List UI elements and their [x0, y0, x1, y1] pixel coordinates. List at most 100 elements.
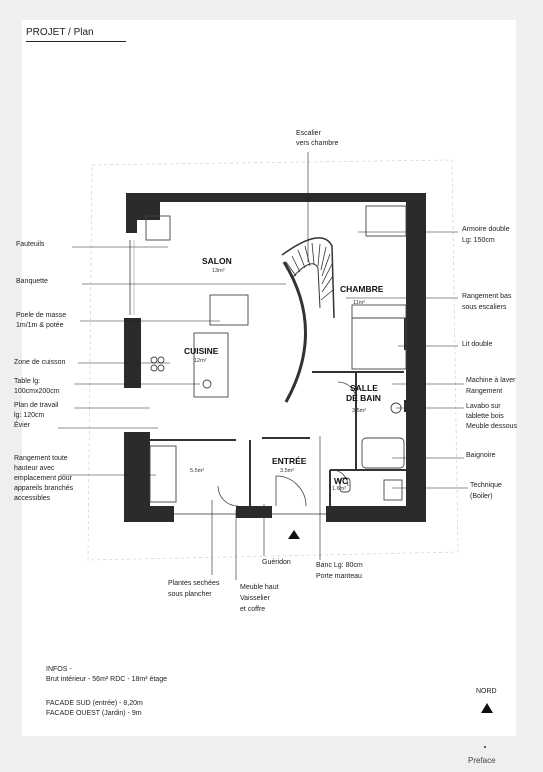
- label-technique-1: Technique: [470, 482, 502, 489]
- drawing-sheet: [22, 20, 516, 736]
- wall-south-mid: [236, 506, 272, 518]
- stool: [202, 379, 212, 389]
- label-banc-1: Banc Lg: 80cm: [316, 562, 363, 569]
- north-arrow-icon: [481, 703, 493, 713]
- kitchen-door: [217, 485, 239, 507]
- label-plan-1: Plan de travail: [14, 402, 59, 409]
- infos-line-1: Brut intérieur - 56m² RDC - 18m² étage: [46, 676, 167, 683]
- footer-brand: Preface: [468, 756, 496, 765]
- sketch-outline: [87, 159, 459, 561]
- title-underline: [26, 41, 126, 42]
- label-plan-2: lg: 120cm: [14, 412, 45, 419]
- wall-west-top: [126, 193, 137, 233]
- label-poele-2: 1m/1m & potée: [16, 322, 64, 329]
- label-machine-1: Machine à laver: [466, 377, 516, 384]
- room-salon-label: SALON: [202, 256, 232, 266]
- label-rangement-2: hauteur avec: [14, 465, 55, 472]
- label-fauteuils: Fauteuils: [16, 241, 45, 248]
- label-escalier-1: Escalier: [296, 130, 321, 137]
- label-meuble-1: Meuble haut: [240, 584, 279, 591]
- hob-3: [157, 356, 165, 364]
- room-entree-label: ENTRÉE: [272, 456, 307, 466]
- wc-door: [331, 469, 349, 487]
- poele: [209, 294, 249, 326]
- label-machine-2: Rangement: [466, 388, 503, 395]
- wall-south-left: [124, 506, 174, 522]
- infos-block: INFOS - Brut intérieur - 56m² RDC - 18m²…: [46, 665, 167, 719]
- bathtub: [361, 437, 405, 469]
- label-gueridon: Guéridon: [262, 559, 291, 566]
- label-baignoire: Baignoire: [466, 452, 496, 459]
- stair-inner: [291, 263, 321, 309]
- preface-dot-icon: [484, 746, 486, 748]
- label-rangement-1: Rangement toute: [14, 455, 68, 462]
- label-escalier-2: vers chambre: [296, 140, 339, 147]
- label-zone-cuisson: Zone de cuisson: [14, 359, 66, 366]
- infos-line-2: FACADE SUD (entrée) - 8,20m: [46, 700, 143, 707]
- room-wc-area: 1.6m²: [332, 486, 347, 492]
- label-table-2: 100cmx200cm: [14, 388, 60, 395]
- label-meuble-3: et coffre: [240, 606, 266, 613]
- leader-lines: [58, 152, 468, 580]
- infos-title: INFOS -: [46, 666, 72, 673]
- doors: [217, 381, 357, 507]
- bath-door: [337, 381, 357, 401]
- hob-2: [150, 364, 158, 372]
- label-banquette: Banquette: [16, 278, 48, 285]
- staircase: [281, 237, 335, 319]
- label-rangement-bas-1: Rangement bas: [462, 293, 512, 300]
- wall-north: [126, 193, 426, 202]
- wall-east-window-bot: [404, 400, 426, 412]
- room-cellier-area: 5.5m²: [190, 468, 205, 474]
- outer-walls: [124, 193, 426, 522]
- label-rangement-3: emplacement pour: [14, 475, 72, 482]
- room-chambre-label: CHAMBRE: [340, 284, 384, 294]
- boiler: [383, 479, 403, 501]
- wall-west-mid: [124, 318, 141, 388]
- label-armoire-1: Armoire double: [462, 226, 510, 233]
- wall-south-right: [326, 506, 426, 522]
- label-plantes-2: sous plancher: [168, 591, 212, 598]
- room-sdb-label-1: SALLE: [350, 383, 378, 393]
- room-entree-area: 3.5m²: [280, 468, 295, 474]
- compass-label: NORD: [476, 688, 497, 695]
- room-cuisine-area: 12m²: [194, 358, 207, 364]
- hob-1: [150, 356, 158, 364]
- room-salon-area: 13m²: [212, 268, 225, 274]
- label-armoire-2: Lg: 150cm: [462, 237, 495, 244]
- room-sdb-label-2: DE BAIN: [346, 393, 381, 403]
- label-rangement-bas-2: sous escaliers: [462, 304, 507, 311]
- label-meuble-2: Vaisselier: [240, 595, 270, 602]
- room-wc-label: WC: [334, 476, 349, 486]
- label-lit: Lit double: [462, 341, 493, 348]
- label-rangement-4: appareils branchés: [14, 485, 74, 492]
- label-plantes-1: Plantes sechées: [168, 580, 220, 587]
- kitchen-storage: [149, 445, 177, 503]
- label-table-1: Table lg:: [14, 378, 41, 385]
- label-evier: Évier: [14, 422, 30, 429]
- stair-steps: [285, 242, 334, 301]
- label-lavabo-1: Lavabo sur: [466, 403, 501, 410]
- wall-east-window-top: [404, 318, 426, 350]
- armchair: [145, 215, 171, 241]
- plan-north-arrow-icon: [288, 530, 300, 539]
- infos-line-3: FACADE OUEST (Jardin) - 9m: [46, 710, 142, 717]
- curved-partition: [282, 261, 307, 403]
- interior-walls: [150, 371, 406, 506]
- room-chambre-area: 11m²: [353, 300, 366, 306]
- label-poele-1: Poele de masse: [16, 312, 67, 319]
- bed: [351, 304, 407, 370]
- room-sdb-area: 3.5m²: [352, 408, 367, 414]
- wardrobe: [365, 205, 407, 237]
- label-lavabo-2: tablette bois: [466, 413, 504, 420]
- hob-4: [157, 364, 165, 372]
- wall-east: [406, 193, 426, 519]
- label-technique-2: (Boiler): [470, 493, 493, 500]
- entry-door: [275, 475, 307, 507]
- stair-outer: [281, 237, 335, 319]
- label-lavabo-3: Meuble dessous: [466, 423, 517, 430]
- label-banc-2: Porte manteau: [316, 573, 362, 580]
- label-rangement-5: accessibles: [14, 495, 51, 502]
- page-title: PROJET / Plan: [26, 27, 94, 38]
